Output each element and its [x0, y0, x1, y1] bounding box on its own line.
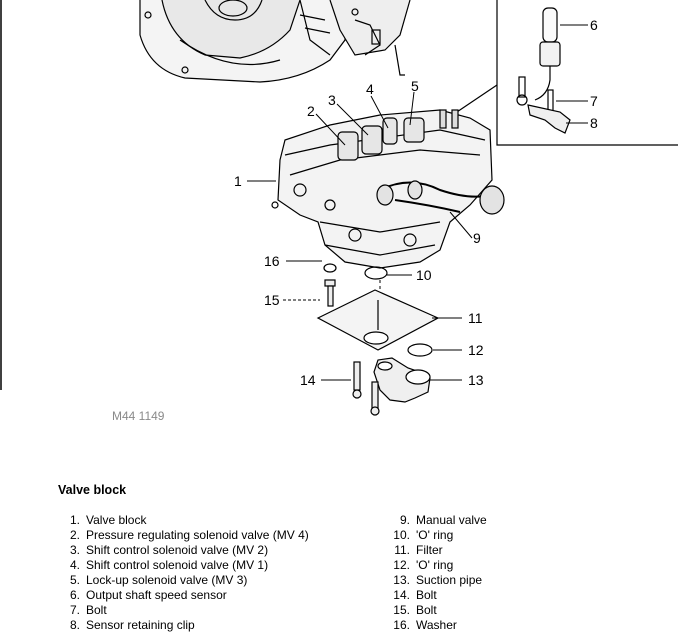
list-item: 2Pressure regulating solenoid valve (MV …: [58, 528, 309, 543]
list-item: 10'O' ring: [388, 528, 487, 543]
callout-7: 7: [590, 93, 598, 109]
list-item: 11Filter: [388, 543, 487, 558]
parts-list-left: 1Valve block 2Pressure regulating soleno…: [58, 513, 309, 633]
list-item: 8Sensor retaining clip: [58, 618, 309, 633]
bolt-15: [324, 279, 336, 307]
list-item: 3Shift control solenoid valve (MV 2): [58, 543, 309, 558]
suction-pipe: [373, 357, 431, 403]
list-item: 6Output shaft speed sensor: [58, 588, 309, 603]
exploded-diagram: 1 2 3 4 5 6 7 8 9 10 11 12 13 14 15 16 M…: [0, 0, 678, 423]
list-item: 13Suction pipe: [388, 573, 487, 588]
callout-3: 3: [328, 92, 336, 108]
callout-4: 4: [366, 81, 374, 97]
callout-8: 8: [590, 115, 598, 131]
o-ring-10: [364, 266, 388, 280]
leader-lines: [247, 24, 588, 381]
callout-15: 15: [264, 292, 280, 308]
bolt-14: [352, 361, 380, 416]
callout-13: 13: [468, 372, 484, 388]
transmission-housing: [139, 0, 411, 83]
list-item: 7Bolt: [58, 603, 309, 618]
list-item: 1Valve block: [58, 513, 309, 528]
callout-12: 12: [468, 342, 484, 358]
o-ring-12: [407, 343, 433, 357]
callout-2: 2: [307, 103, 315, 119]
list-item: 16Washer: [388, 618, 487, 633]
sensor-inset: [447, 0, 678, 146]
callout-5: 5: [411, 78, 419, 94]
list-item: 15Bolt: [388, 603, 487, 618]
valve-block: [271, 109, 505, 269]
section-title: Valve block: [58, 483, 127, 497]
callout-14: 14: [300, 372, 316, 388]
list-item: 14Bolt: [388, 588, 487, 603]
washer: [323, 263, 337, 273]
callout-9: 9: [473, 230, 481, 246]
figure-reference: M44 1149: [112, 409, 165, 423]
list-item: 12'O' ring: [388, 558, 487, 573]
filter: [316, 289, 440, 351]
callout-11: 11: [468, 310, 483, 326]
callout-1: 1: [234, 173, 242, 189]
callout-10: 10: [416, 267, 432, 283]
list-item: 9Manual valve: [388, 513, 487, 528]
parts-list-right: 9Manual valve 10'O' ring 11Filter 12'O' …: [388, 513, 487, 633]
callout-6: 6: [590, 17, 598, 33]
list-item: 4Shift control solenoid valve (MV 1): [58, 558, 309, 573]
list-item: 5Lock-up solenoid valve (MV 3): [58, 573, 309, 588]
callout-16: 16: [264, 253, 280, 269]
